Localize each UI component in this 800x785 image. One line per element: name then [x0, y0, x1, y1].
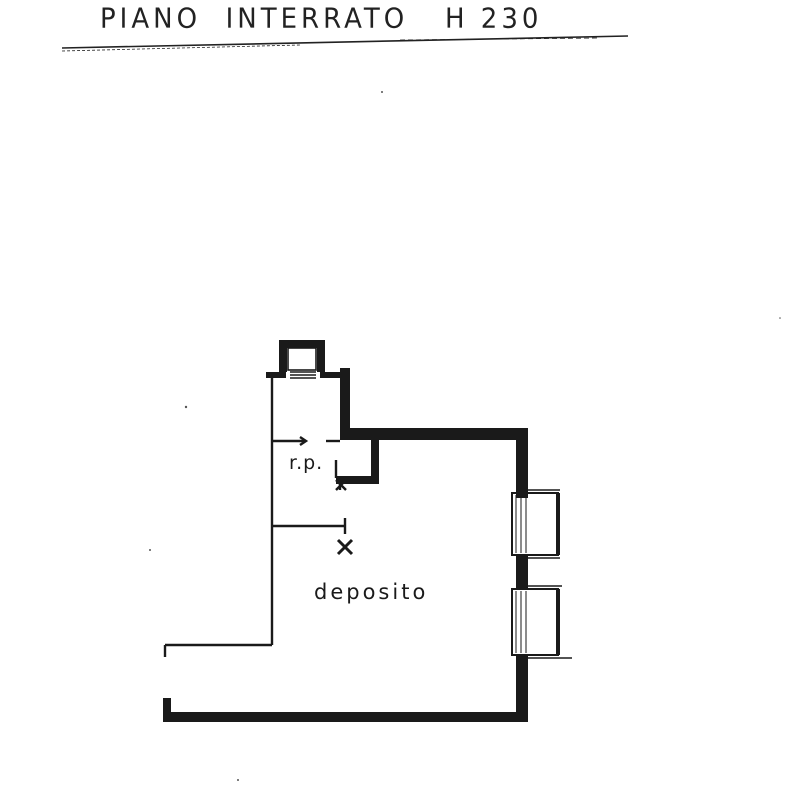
- utility-mark-upper: [335, 479, 347, 491]
- plan-title: PIANO INTERRATO H 230: [100, 3, 543, 35]
- thick-walls: [163, 340, 528, 722]
- window-lower: [511, 585, 572, 659]
- title-underline: [61, 35, 629, 52]
- window-upper: [511, 489, 560, 559]
- scan-specks: [149, 91, 781, 781]
- small-room-label: r.p.: [289, 452, 324, 474]
- thin-walls: [163, 378, 347, 657]
- utility-mark-lower: [336, 538, 354, 556]
- room-label-deposito: deposito: [314, 580, 429, 604]
- light-well: [287, 347, 317, 379]
